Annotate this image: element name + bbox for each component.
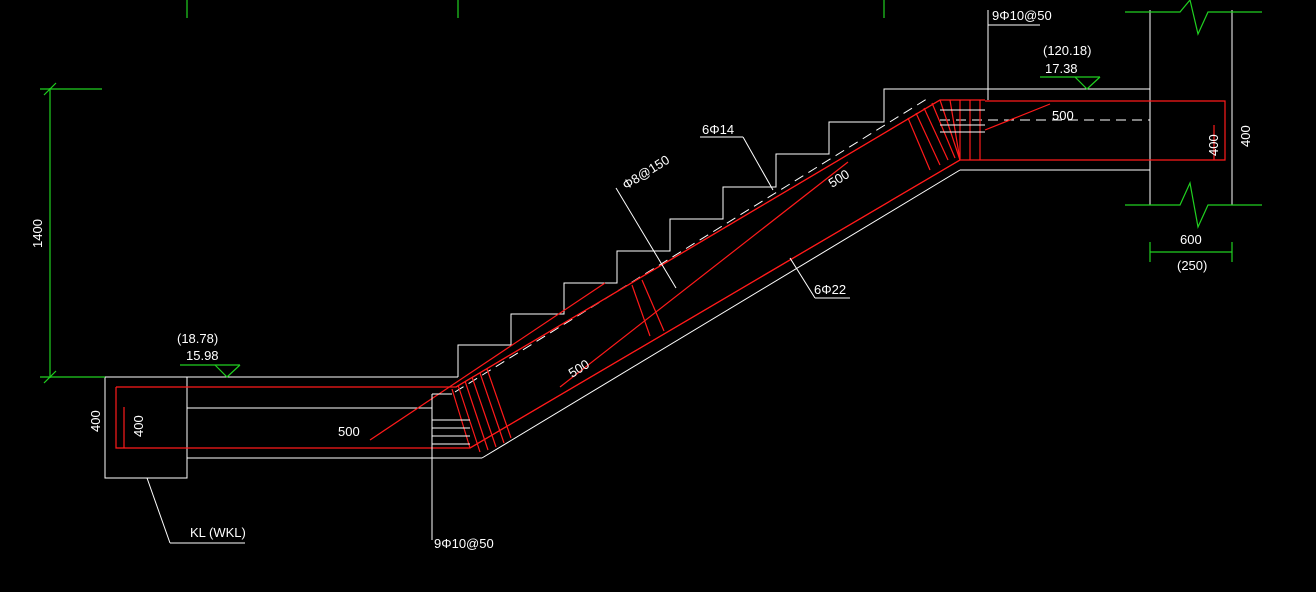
- label-right-inner: 400: [1206, 134, 1221, 156]
- leaders: [146, 24, 1040, 544]
- label-distribution-bar: Φ8@150: [620, 152, 672, 193]
- lower-stirrup-cluster: [451, 368, 512, 453]
- label-bottom-bar: 6Φ22: [814, 282, 846, 297]
- label-elev-top-paren: (120.18): [1043, 43, 1091, 58]
- label-elev-bottom-paren: (18.78): [177, 331, 218, 346]
- upper-hatch: [940, 109, 985, 133]
- concrete-outline: [104, 10, 1233, 479]
- label-anchor-bottom-left: 500: [338, 424, 360, 439]
- label-stirrup-top: 9Φ10@50: [992, 8, 1052, 23]
- rebar: [115, 99, 1226, 453]
- label-anchor-top-right: 500: [1052, 108, 1074, 123]
- label-right-width-paren: (250): [1177, 258, 1207, 273]
- label-elev-bottom: 15.98: [186, 348, 219, 363]
- label-right-width: 600: [1180, 232, 1202, 247]
- label-dim-height: 1400: [30, 219, 45, 248]
- label-top-bar: 6Φ14: [702, 122, 734, 137]
- lower-hatch: [431, 393, 470, 540]
- dashed-lines: [454, 96, 1150, 393]
- dimensions: [40, 0, 1262, 384]
- left-beam-section: [104, 376, 188, 479]
- label-anchor-mid-upper: 500: [826, 166, 852, 190]
- label-left-inner: 400: [131, 415, 146, 437]
- label-stirrup-bottom: 9Φ10@50: [434, 536, 494, 551]
- stair-steps: [457, 88, 935, 377]
- top-grid-ticks: [186, 0, 885, 18]
- label-anchor-mid-lower: 500: [566, 356, 592, 380]
- label-right-depth: 400: [1238, 125, 1253, 147]
- label-left-depth: 400: [88, 410, 103, 432]
- bottom-main-bar: [115, 100, 1226, 449]
- label-beam: KL (WKL): [190, 525, 246, 540]
- label-elev-top: 17.38: [1045, 61, 1078, 76]
